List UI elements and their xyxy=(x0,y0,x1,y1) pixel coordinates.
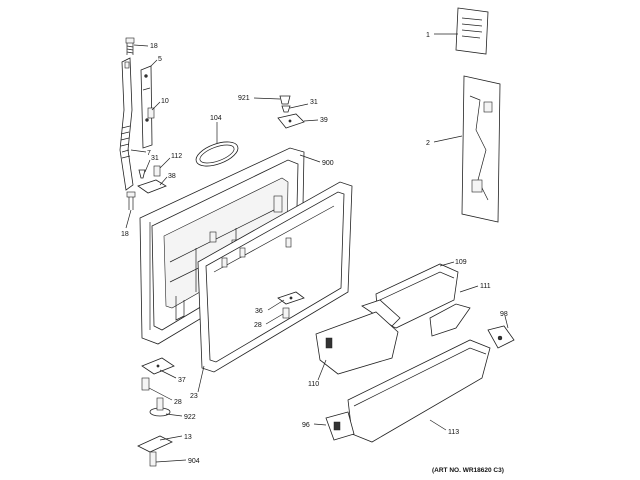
callout-904: 904 xyxy=(188,458,200,465)
screw-part-18-top xyxy=(125,37,135,55)
bracket-part-36 xyxy=(277,291,305,305)
hinge-bar-part-5 xyxy=(140,65,153,149)
callout-7: 7 xyxy=(147,150,151,157)
screw-part-28-bottom xyxy=(141,377,150,391)
callout-31-top: 31 xyxy=(310,99,318,106)
door-body-part-900 xyxy=(139,147,305,345)
bracket-part-38 xyxy=(137,179,167,194)
callout-110: 110 xyxy=(308,381,319,388)
callout-23: 23 xyxy=(190,393,198,400)
callout-922: 922 xyxy=(184,414,196,421)
clip-part-98 xyxy=(487,325,515,349)
callout-10: 10 xyxy=(161,98,169,105)
callout-2: 2 xyxy=(426,140,430,147)
cap-part-921 xyxy=(279,95,291,105)
literature-part-1 xyxy=(455,7,489,55)
art-number-label: (ART NO. WR18620 C3) xyxy=(432,467,504,474)
callout-113: 113 xyxy=(448,429,459,436)
callout-labels: 18 5 10 7 31 112 38 18 104 921 31 39 900… xyxy=(121,32,508,474)
callout-18-top: 18 xyxy=(150,43,158,50)
seal-part-104 xyxy=(195,141,239,167)
screw-part-18-bottom xyxy=(126,191,136,210)
bracket-part-13 xyxy=(137,435,173,453)
callout-13: 13 xyxy=(184,434,192,441)
callout-109: 109 xyxy=(455,259,467,266)
callout-31-left: 31 xyxy=(151,155,159,162)
screw-part-31-left xyxy=(138,169,146,179)
callout-104: 104 xyxy=(210,115,222,122)
hinge-bracket-part-7 xyxy=(119,57,134,191)
door-gasket-part-23 xyxy=(197,181,353,373)
clip-part-10 xyxy=(147,107,155,119)
callout-96: 96 xyxy=(302,422,310,429)
bin-part-110 xyxy=(315,311,399,375)
screw-part-904 xyxy=(149,451,157,467)
bin-part-111 xyxy=(361,299,471,337)
callout-921: 921 xyxy=(238,95,250,102)
callout-18-bottom: 18 xyxy=(121,231,129,238)
screw-part-28-mid xyxy=(282,307,290,319)
hinge-pin-part-922 xyxy=(149,397,171,417)
installation-kit-part-2 xyxy=(461,75,501,223)
callout-5: 5 xyxy=(158,56,162,63)
leader-lines xyxy=(125,33,509,463)
callout-38: 38 xyxy=(168,173,176,180)
callout-900: 900 xyxy=(322,160,334,167)
callout-37: 37 xyxy=(178,377,186,384)
callout-28-mid: 28 xyxy=(254,322,262,329)
bracket-part-39 xyxy=(277,113,305,129)
screw-part-31-top xyxy=(281,105,291,113)
screw-part-112 xyxy=(153,165,161,177)
callout-112: 112 xyxy=(171,153,182,160)
callout-28-bottom: 28 xyxy=(174,399,182,406)
callout-111: 111 xyxy=(480,283,491,290)
bracket-part-37 xyxy=(141,357,175,375)
callout-1: 1 xyxy=(426,32,430,39)
callout-36: 36 xyxy=(255,308,263,315)
callout-39: 39 xyxy=(320,117,328,124)
callout-98: 98 xyxy=(500,311,508,318)
clip-part-96 xyxy=(325,411,355,441)
